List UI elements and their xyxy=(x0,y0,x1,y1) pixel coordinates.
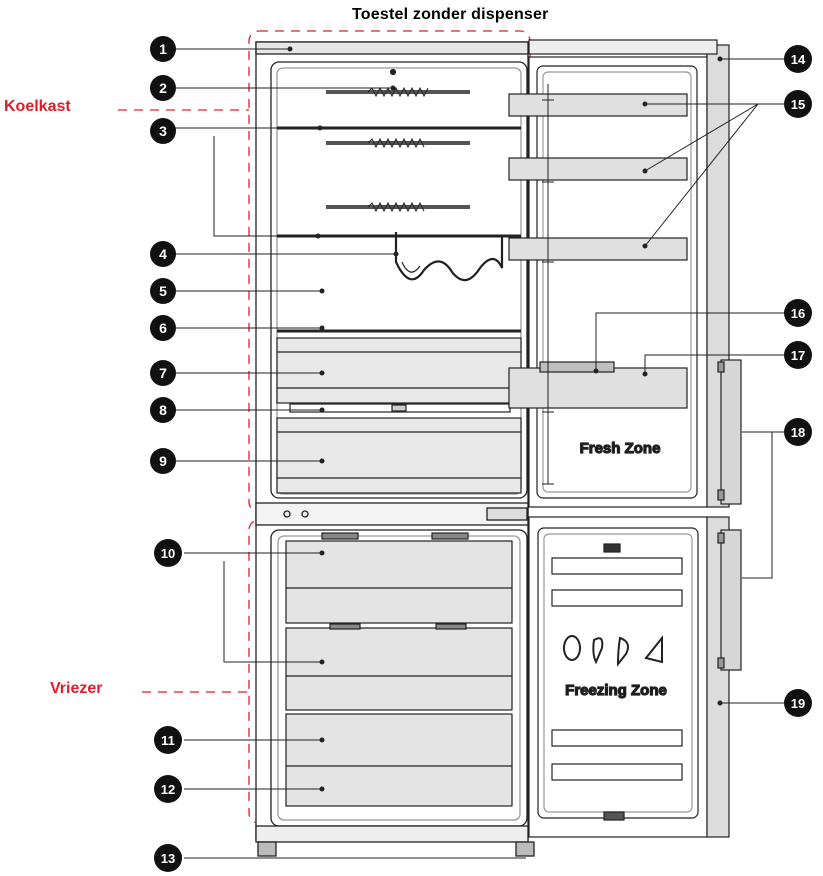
leader-lines xyxy=(175,46,784,859)
callout-11: 11 xyxy=(154,726,182,754)
food-icons xyxy=(563,635,663,667)
callout-5: 5 xyxy=(150,278,176,304)
fridge-door-top-hinge xyxy=(528,39,718,55)
fridge-door-liner xyxy=(536,65,698,499)
callout-4: 4 xyxy=(150,241,176,267)
svg-text:11: 11 xyxy=(161,733,175,748)
door-badge xyxy=(603,543,621,553)
callout-18: 18 xyxy=(784,418,812,446)
freezing-zone-text: Freezing Zone xyxy=(565,682,667,699)
crisper-drawer-lower xyxy=(276,417,522,494)
svg-text:5: 5 xyxy=(159,283,167,299)
svg-text:16: 16 xyxy=(791,306,805,321)
crisper-drawer-upper xyxy=(276,337,522,404)
freezer-drawer-3 xyxy=(285,713,513,807)
svg-text:18: 18 xyxy=(791,425,805,440)
drawer-rail-mark xyxy=(435,623,467,630)
callout-12: 12 xyxy=(154,775,182,803)
freezer-door: Freezing Zone xyxy=(528,516,742,838)
air-vent xyxy=(326,86,470,213)
callout-16: 16 xyxy=(784,299,812,327)
callout-19: 19 xyxy=(784,689,812,717)
wine-rack xyxy=(394,232,504,282)
svg-text:3: 3 xyxy=(159,123,167,139)
drawer-rail-mark xyxy=(329,623,361,630)
bottom-base xyxy=(255,825,529,843)
fish-icon xyxy=(616,636,629,667)
divider-strip xyxy=(255,502,529,526)
door-logo-badge xyxy=(603,811,625,821)
fridge-handle xyxy=(717,359,742,505)
callout-14: 14 xyxy=(784,45,812,73)
door-shelf xyxy=(551,589,683,607)
hinge-screw xyxy=(301,510,309,518)
meat-icon xyxy=(563,635,581,661)
door-shelf xyxy=(551,557,683,575)
callout-13: 13 xyxy=(154,844,182,872)
svg-text:6: 6 xyxy=(159,320,167,336)
diagram-title: Toestel zonder dispenser xyxy=(352,6,549,23)
drawer-rail-mark xyxy=(431,532,469,540)
svg-text:17: 17 xyxy=(791,348,805,363)
freezer-handle xyxy=(717,529,742,671)
fridge-interior xyxy=(276,68,522,494)
top-cover xyxy=(255,41,529,55)
fridge-door: Fresh Zone xyxy=(508,39,742,508)
svg-text:15: 15 xyxy=(791,97,805,112)
svg-text:4: 4 xyxy=(159,246,167,262)
callout-15: 15 xyxy=(784,90,812,118)
freezer-compartment-inner xyxy=(277,535,521,821)
freezer-drawers xyxy=(285,532,513,807)
section-label-fridge: Koelkast xyxy=(4,98,71,115)
callout-10: 10 xyxy=(154,539,182,567)
svg-text:7: 7 xyxy=(159,365,167,381)
drawer-rail-mark xyxy=(321,532,359,540)
svg-text:14: 14 xyxy=(791,52,806,67)
callout-2: 2 xyxy=(150,75,176,101)
chicken-icon xyxy=(592,637,604,665)
foot-right xyxy=(515,841,535,857)
middle-hinge xyxy=(486,507,528,521)
svg-text:19: 19 xyxy=(791,696,805,711)
shelf-pegs xyxy=(542,84,554,485)
freezer-door-panel xyxy=(528,516,708,838)
hinge-screw xyxy=(283,510,291,518)
fridge-compartment xyxy=(270,61,528,499)
callout-1: 1 xyxy=(150,36,176,62)
svg-text:9: 9 xyxy=(159,453,167,469)
svg-text:12: 12 xyxy=(161,782,175,797)
svg-text:2: 2 xyxy=(159,80,167,96)
svg-text:10: 10 xyxy=(161,546,175,561)
door-shelf xyxy=(551,729,683,747)
svg-text:8: 8 xyxy=(159,402,167,418)
fridge-door-panel xyxy=(528,56,708,508)
door-shelf xyxy=(551,763,683,781)
fridge-compartment-inner xyxy=(276,67,522,495)
callout-3: 3 xyxy=(150,118,176,144)
light-sensor xyxy=(389,68,397,76)
callout-6: 6 xyxy=(150,315,176,341)
foot-left xyxy=(257,841,277,857)
section-label-freezer: Vriezer xyxy=(50,680,103,697)
callout-7: 7 xyxy=(150,360,176,386)
callouts: 1 2 3 4 5 6 7 8 9 10 11 12 13 14 15 16 1… xyxy=(150,36,812,872)
fresh-zone-text: Fresh Zone xyxy=(580,440,661,457)
callout-8: 8 xyxy=(150,397,176,423)
svg-text:13: 13 xyxy=(161,851,175,866)
callout-17: 17 xyxy=(784,341,812,369)
freezer-drawer-2 xyxy=(285,627,513,711)
fridge-door-liner-inner xyxy=(542,71,692,493)
callout-9: 9 xyxy=(150,448,176,474)
cheese-icon xyxy=(644,635,663,664)
svg-text:1: 1 xyxy=(159,41,167,57)
door-balconies xyxy=(508,93,688,409)
